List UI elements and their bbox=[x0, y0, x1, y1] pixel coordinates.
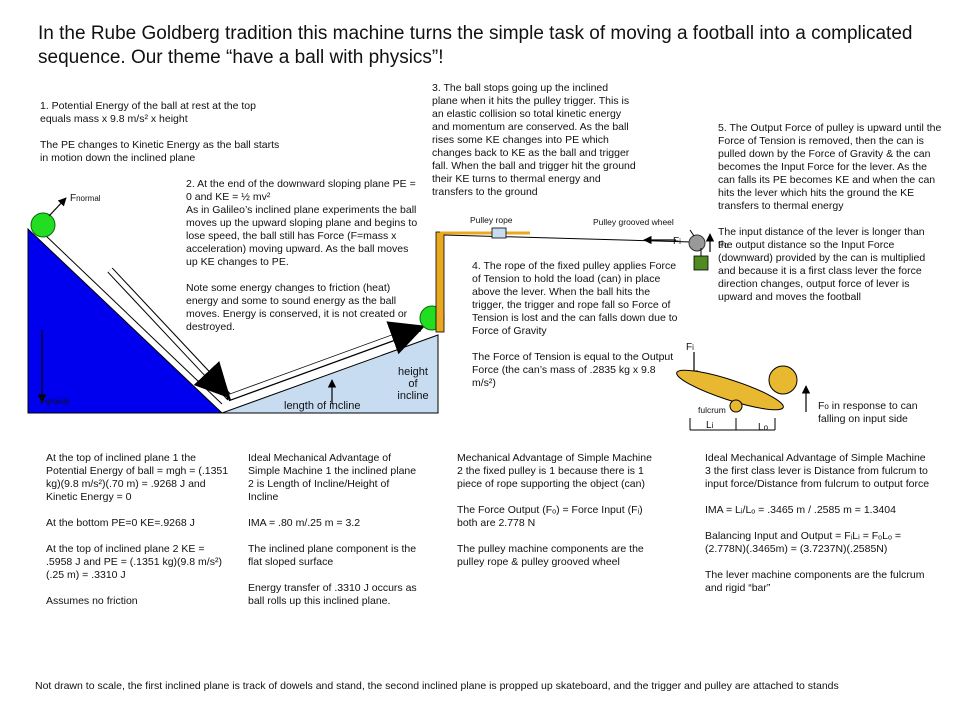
f-normal-arrow bbox=[48, 197, 67, 217]
length-of-incline-label: length of incline bbox=[284, 400, 361, 412]
motion-arrow-up-fill bbox=[229, 321, 426, 400]
incline-1-track bbox=[42, 236, 224, 410]
calc-col-1: At the top of inclined plane 1 the Poten… bbox=[46, 452, 229, 607]
note-5: 5. The Output Force of pulley is upward … bbox=[718, 122, 942, 303]
note-2: 2. At the end of the downward sloping pl… bbox=[186, 178, 418, 333]
fo-lever-label: Fo in response to can falling on input s… bbox=[818, 400, 918, 425]
trigger-stand bbox=[435, 231, 445, 333]
f-gravity-sub: gravity bbox=[46, 397, 70, 406]
f-normal-label: Fnormal bbox=[70, 193, 101, 204]
height-of-incline-label: height of incline bbox=[397, 366, 429, 402]
fi-pulley-label: Fi bbox=[673, 236, 681, 247]
footer-note: Not drawn to scale, the first inclined p… bbox=[35, 680, 839, 692]
fi-lever-label: Fi bbox=[686, 342, 694, 353]
calc-col-4: Ideal Mechanical Advantage of Simple Mac… bbox=[705, 452, 930, 594]
calc-col-3: Mechanical Advantage of Simple Machine 2… bbox=[457, 452, 652, 568]
pulley-wheel-shape bbox=[688, 234, 706, 252]
note-1: 1. Potential Energy of the ball at rest … bbox=[40, 100, 280, 164]
pulley-wheel-label: Pulley grooved wheel bbox=[593, 217, 674, 227]
fulcrum-label: fulcrum bbox=[698, 405, 726, 415]
note-4: 4. The rope of the fixed pulley applies … bbox=[472, 260, 678, 389]
f-normal-sub: normal bbox=[76, 194, 101, 203]
lo-label: Lo bbox=[758, 422, 769, 433]
pulley-rope-label: Pulley rope bbox=[470, 215, 513, 225]
inclined-plane-1 bbox=[27, 227, 224, 414]
page-title: In the Rube Goldberg tradition this mach… bbox=[38, 23, 913, 68]
incline-1-track-edge bbox=[43, 233, 223, 405]
inclined-plane-2 bbox=[221, 334, 439, 414]
f-gravity-label: Fgravity bbox=[40, 396, 70, 407]
calc-col-2: Ideal Mechanical Advantage of Simple Mac… bbox=[248, 452, 417, 607]
ball-start bbox=[30, 212, 56, 238]
pulley-wheel-arrow bbox=[689, 229, 695, 237]
lever-bar bbox=[676, 369, 784, 411]
football bbox=[768, 365, 798, 395]
can bbox=[693, 255, 709, 271]
pulley-rope-line bbox=[443, 234, 693, 243]
li-label: Li bbox=[706, 420, 714, 431]
note-3: 3. The ball stops going up the inclined … bbox=[432, 82, 636, 198]
rope-trigger bbox=[491, 227, 507, 239]
fo-pulley-label: Fo bbox=[718, 240, 729, 251]
motion-arrow-down-fill bbox=[108, 268, 231, 399]
fulcrum-shape bbox=[729, 399, 743, 413]
